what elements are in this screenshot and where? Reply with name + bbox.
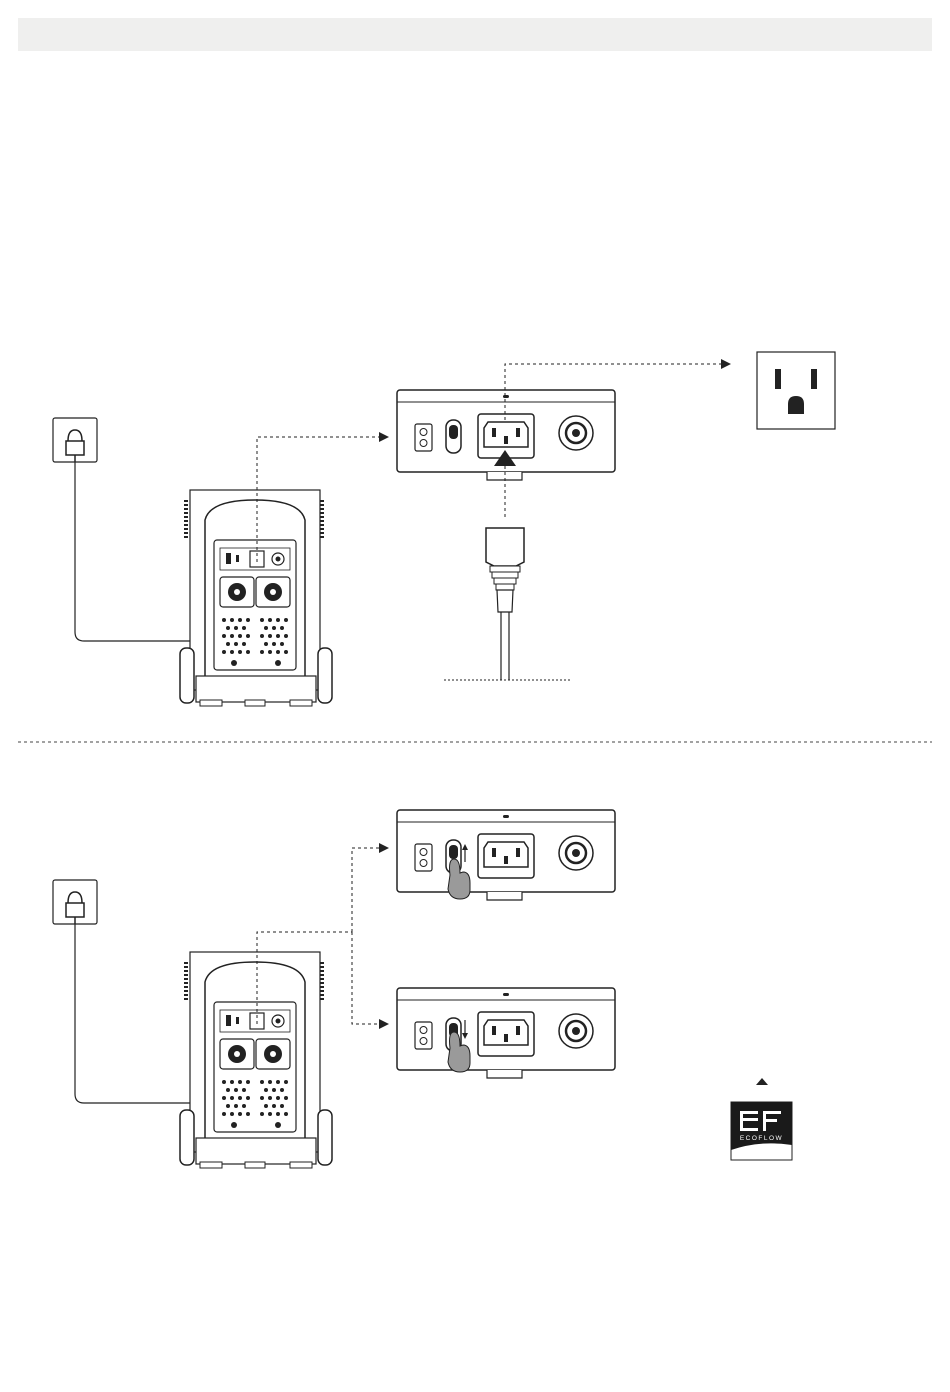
dashed-arrow-up-option	[352, 848, 387, 932]
wall-plug-icon-2	[53, 880, 97, 924]
wall-plug-icon	[53, 418, 97, 462]
adapter-box	[397, 390, 615, 480]
power-station-rear	[180, 490, 332, 706]
dashed-arrow-down-option	[352, 932, 387, 1024]
adapter-box-switch-up	[397, 810, 615, 900]
section-switch-position: ECOFLOW	[53, 810, 792, 1168]
adapter-box-switch-down	[397, 988, 615, 1078]
wall-outlet-icon	[757, 352, 835, 429]
power-station-rear-2	[180, 952, 332, 1168]
caret-up-icon	[756, 1078, 768, 1085]
section-connect-ac	[53, 352, 835, 706]
svg-text:ECOFLOW: ECOFLOW	[740, 1135, 783, 1142]
ecoflow-logo: ECOFLOW	[731, 1078, 792, 1160]
iec-plug-icon	[486, 528, 524, 680]
